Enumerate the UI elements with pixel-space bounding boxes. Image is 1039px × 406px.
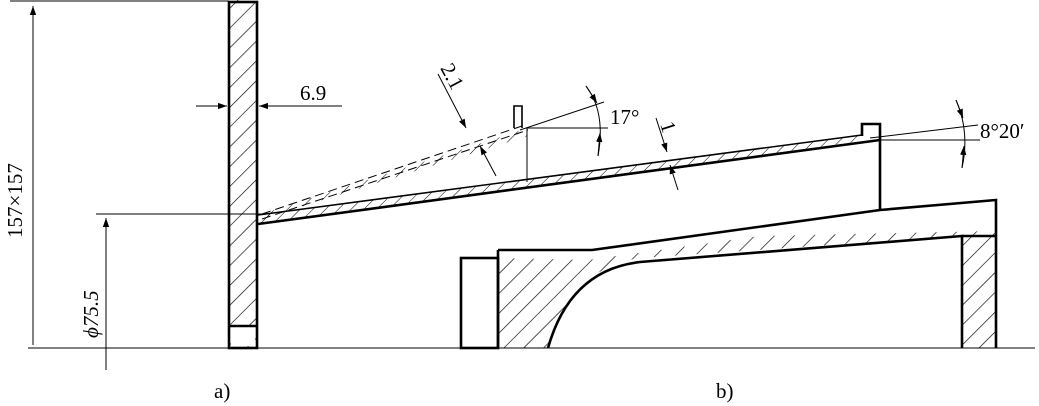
dim-wall-thickness-label: 6.9 — [300, 81, 326, 105]
wall-plate-section — [229, 0, 257, 348]
figure-a: 157×157 ϕ75.5 6.9 a) — [3, 0, 342, 403]
wall-plate-outline — [227, 0, 259, 350]
upper-lip — [513, 105, 523, 128]
die-left-block — [459, 256, 500, 350]
caption-a: a) — [214, 379, 230, 403]
dim-plate-thickness-label: 1 — [655, 118, 681, 135]
dim-angle-lower-label: 8°20′ — [980, 119, 1025, 143]
caption-b: b) — [716, 379, 734, 403]
dim-angle-upper-label: 17° — [610, 105, 639, 129]
sheet-lip — [860, 122, 882, 140]
dim-lip-thickness-label: 2.1 — [436, 59, 470, 93]
figure-b: 2.1 17° 1 8°20′ b) — [257, 59, 1025, 403]
sloped-sheet-section — [258, 135, 862, 224]
plate-gap — [231, 326, 255, 346]
dim-hole-diameter-label: ϕ75.5 — [79, 290, 103, 338]
die-body-section — [498, 231, 996, 348]
dim-outer-size-label: 157×157 — [3, 163, 27, 238]
